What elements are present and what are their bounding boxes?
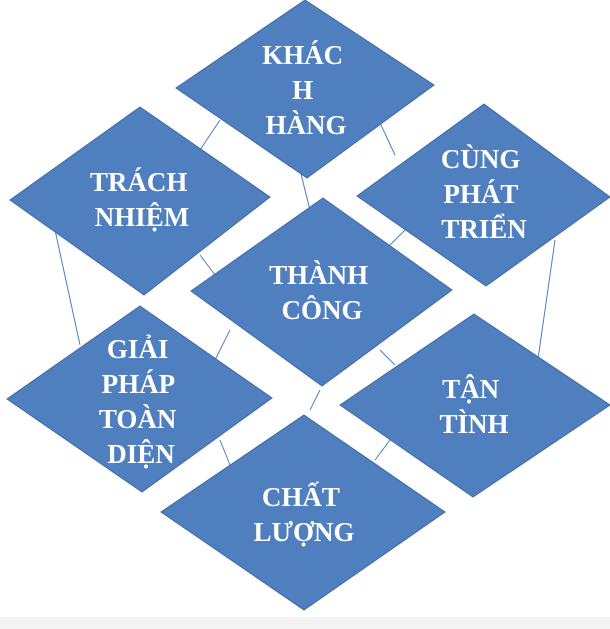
connector-line [199,119,221,151]
connector-line [219,439,231,466]
connector-line [374,439,391,461]
diamond-shape [356,103,610,287]
connector-line [214,329,231,361]
connector-line [379,349,396,366]
node-cung-phat-trien: CÙNG PHÁT TRIỂN [356,103,610,287]
node-label: KHÁC H HÀNG [262,40,350,140]
diamond-shape [160,414,446,611]
diamond-shape [339,313,610,498]
bottom-band [0,617,610,629]
diamond-shape [175,0,435,179]
node-label: THÀNH CÔNG [269,260,375,325]
connector-line [54,229,81,346]
node-label: TẬN TÌNH [439,374,508,439]
connector-line [199,254,216,276]
diamond-shape [9,106,271,296]
diamond-shape [6,305,273,493]
node-label: CÙNG PHÁT TRIỂN [441,144,527,244]
node-giai-phap-toan-dien: GIẢI PHÁP TOÀN DIỆN [6,305,273,493]
node-khach-hang: KHÁC H HÀNG [175,0,435,179]
node-label: TRÁCH NHIỆM [90,167,194,232]
diamond-shape [190,197,453,387]
node-label: CHẤT LƯỢNG [254,481,355,547]
node-thanh-cong: THÀNH CÔNG [190,197,453,387]
node-chat-luong: CHẤT LƯỢNG [160,414,446,611]
node-label: GIẢI PHÁP TOÀN DIỆN [99,334,183,469]
connector-line [309,389,321,411]
node-trach-nhiem: TRÁCH NHIỆM [9,106,271,296]
connector-line [299,169,311,211]
node-tan-tinh: TẬN TÌNH [339,313,610,498]
